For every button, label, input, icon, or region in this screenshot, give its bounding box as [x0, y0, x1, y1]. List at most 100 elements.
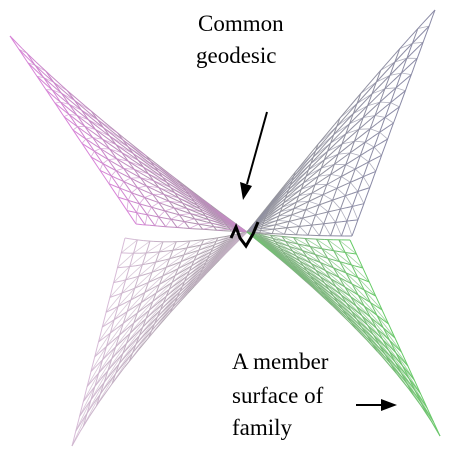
mesh-line [298, 186, 312, 197]
mesh-line [299, 216, 310, 220]
mesh-line [313, 169, 327, 180]
mesh-line [158, 216, 168, 220]
mesh-line [277, 227, 287, 230]
mesh-line [134, 239, 144, 242]
mesh-line [346, 205, 356, 209]
mesh-line [102, 138, 118, 150]
mesh-line [393, 90, 406, 100]
mesh-line [86, 231, 248, 387]
mesh-line [357, 93, 373, 109]
mesh-line [291, 210, 303, 216]
mesh-line [35, 61, 52, 77]
mesh-line [18, 49, 27, 54]
mesh-line [47, 86, 61, 98]
mesh-line [168, 196, 183, 204]
mesh-line [342, 193, 352, 198]
mesh-line [117, 177, 248, 233]
mesh-line [79, 231, 248, 417]
mesh-line [304, 244, 314, 248]
mesh-line [149, 182, 164, 191]
mesh-line [246, 231, 415, 381]
mesh-line [246, 140, 382, 233]
mesh-line [125, 189, 135, 195]
mesh-line [360, 278, 370, 283]
mesh-line [126, 312, 138, 322]
mesh-line [300, 179, 315, 190]
mesh-line [83, 231, 248, 402]
mesh-line [144, 197, 156, 202]
mesh-line [43, 73, 60, 88]
mesh-line [338, 239, 357, 255]
mesh-line [114, 302, 125, 309]
mesh-line [45, 89, 58, 100]
mesh-line [108, 343, 120, 354]
mesh-line [36, 75, 49, 87]
mesh-line [246, 231, 422, 395]
mesh-line [295, 115, 394, 173]
mesh-line [302, 206, 313, 212]
mesh-line [141, 271, 153, 276]
mesh-line [135, 263, 146, 267]
mesh-line [246, 173, 365, 233]
mesh-line [305, 163, 321, 177]
mesh-line [408, 23, 423, 39]
mesh-line [157, 225, 166, 228]
mesh-line [155, 279, 168, 287]
mesh-line [349, 144, 362, 154]
mesh-line [341, 170, 353, 177]
mesh-line [148, 231, 248, 338]
mesh-line [158, 183, 175, 194]
mesh-line [54, 102, 66, 112]
mesh-line [193, 239, 204, 242]
mesh-line [246, 231, 429, 416]
mesh-line [128, 286, 139, 292]
mesh-line [158, 271, 171, 279]
mesh-line [116, 320, 127, 329]
mesh-line [135, 174, 150, 184]
mesh-line [162, 264, 174, 270]
mesh-line [343, 108, 359, 125]
mesh-line [118, 290, 129, 295]
mesh-line [117, 240, 151, 268]
mesh-line [116, 158, 130, 168]
mesh-line [109, 148, 124, 159]
mesh-line [214, 236, 226, 239]
mesh-line [169, 248, 180, 252]
mesh-line [84, 131, 97, 141]
mesh-line [354, 265, 364, 269]
mesh-line [351, 164, 363, 172]
mesh-line [165, 256, 177, 261]
mesh-line [99, 158, 248, 233]
mesh-line [82, 231, 248, 427]
mesh-line [99, 169, 109, 175]
mesh-line [307, 188, 320, 196]
mesh-line [160, 197, 174, 204]
mesh-line [51, 84, 67, 98]
geodesic-label-line-1: Common [198, 11, 284, 36]
mesh-line [124, 237, 135, 240]
mesh-line [56, 98, 69, 110]
mesh-line [271, 128, 388, 202]
mesh-line [317, 124, 335, 145]
mesh-line [187, 249, 200, 255]
upper-left-surface [9, 35, 248, 233]
mesh-line [142, 183, 156, 191]
mesh-line [176, 253, 188, 258]
mesh-line [285, 240, 296, 244]
mesh-line [189, 222, 248, 233]
mesh-line [338, 277, 350, 283]
mesh-line [290, 236, 300, 239]
mesh-line [153, 176, 171, 188]
mesh-line [94, 348, 104, 358]
mesh-line [350, 87, 367, 106]
mesh-line [380, 80, 394, 94]
mesh-line [141, 213, 151, 216]
mesh-line [399, 74, 412, 85]
mesh-line [365, 122, 379, 133]
surface-label-line-1: A member [232, 349, 329, 374]
mesh-line [273, 235, 283, 237]
mesh-line [246, 152, 377, 233]
mesh-line [167, 218, 178, 221]
mesh-line [88, 129, 103, 140]
mesh-line [58, 86, 75, 101]
